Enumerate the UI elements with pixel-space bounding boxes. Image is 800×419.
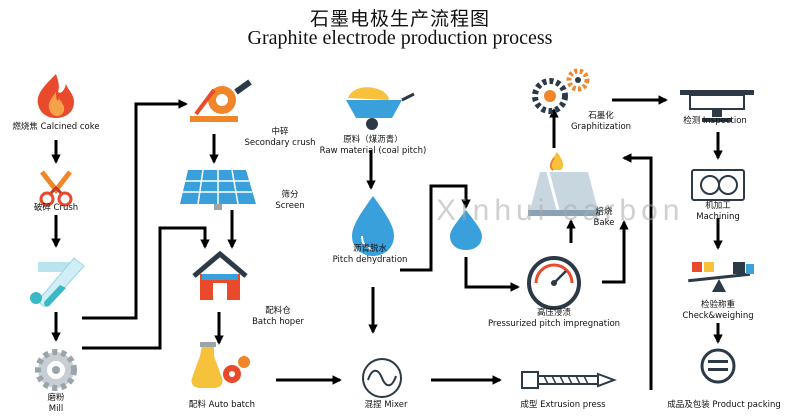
label-raw-material-en: Raw material (coal pitch) xyxy=(319,146,427,156)
label-auto-batch: 配料 Auto batch xyxy=(188,400,256,410)
arrow-extrusion-to-bake xyxy=(622,153,653,390)
test-tube-icon xyxy=(30,257,85,307)
arrow-dehydration-to-impregnation xyxy=(400,184,471,272)
label-raw-material-cn: 原料（煤沥青） xyxy=(343,135,403,145)
label-graphitization-en: Graphitization xyxy=(570,122,632,132)
label-bake-en: Bake xyxy=(593,218,615,228)
arrow-mill-to-secondary-crush xyxy=(82,99,188,320)
label-extrusion: 成型 Extrusion press xyxy=(520,400,606,410)
label-machining-en: Machining xyxy=(696,212,740,222)
grinder-icon xyxy=(190,79,252,122)
flow-arrows xyxy=(51,95,723,390)
water-drop-small-icon xyxy=(450,210,482,250)
label-machining-cn: 机加工 xyxy=(705,201,731,211)
label-pitch-dehydration-cn: 沥青脱水 xyxy=(352,244,388,254)
label-screen-cn: 筛分 xyxy=(281,190,299,200)
diagram-title-cn: 石墨电极生产流程图 xyxy=(309,8,490,30)
label-graphitization-cn: 石墨化 xyxy=(588,111,614,121)
label-secondary-crush-en: Secondary crush xyxy=(244,138,316,148)
furnace-icon xyxy=(528,152,600,216)
label-crush: 破碎 Crush xyxy=(33,203,79,213)
label-packing: 成品及包装 Product packing xyxy=(667,400,781,410)
fire-icon xyxy=(37,74,74,118)
water-drop-icon xyxy=(352,196,394,256)
label-bake-cn: 焙烧 xyxy=(595,207,613,217)
label-screen-en: Screen xyxy=(275,201,305,211)
arrow-drop-to-gauge xyxy=(464,257,520,292)
label-batch-hopper-cn: 配料仓 xyxy=(265,306,291,316)
scale-icon xyxy=(688,262,754,292)
label-check-weighing-en: Check&weighing xyxy=(682,311,754,321)
press-icon xyxy=(680,90,754,122)
watermark: Xinhui carbon xyxy=(436,194,685,227)
packing-icon xyxy=(700,348,736,384)
label-mill-cn: 磨粉 xyxy=(47,393,65,403)
house-icon xyxy=(192,250,248,300)
label-impregnation-cn: 高压浸渍 xyxy=(536,308,572,318)
diagram-title-en: Graphite electrode production process xyxy=(247,27,553,49)
flask-gears-icon xyxy=(191,342,250,388)
label-pitch-dehydration-en: Pitch dehydration xyxy=(332,255,408,265)
arrow-mill-to-hopper xyxy=(82,226,210,350)
label-impregnation-en: Pressurized pitch impregnation xyxy=(487,319,621,329)
scissors-icon xyxy=(39,170,73,207)
label-mixer: 混捏 Mixer xyxy=(364,400,408,410)
gauge-icon xyxy=(527,256,581,310)
wheelbarrow-icon xyxy=(346,87,415,130)
label-check-weighing-cn: 检验称重 xyxy=(700,300,736,310)
machining-icon xyxy=(691,169,745,201)
label-calcined-coke: 燃烧焦 Calcined coke xyxy=(12,122,100,132)
mixer-icon xyxy=(362,358,402,398)
arrow-gauge-to-bake xyxy=(602,220,629,284)
mill-gear-icon xyxy=(35,349,77,391)
label-secondary-crush-cn: 中碎 xyxy=(271,127,289,137)
solar-screen-icon xyxy=(180,169,256,210)
label-batch-hopper-en: Batch hoper xyxy=(252,317,304,327)
extrusion-screw-icon xyxy=(521,371,617,389)
label-mill-en: Mill xyxy=(48,404,64,414)
gears-icon xyxy=(532,68,590,114)
label-inspection: 检测 Inspection xyxy=(683,116,747,126)
